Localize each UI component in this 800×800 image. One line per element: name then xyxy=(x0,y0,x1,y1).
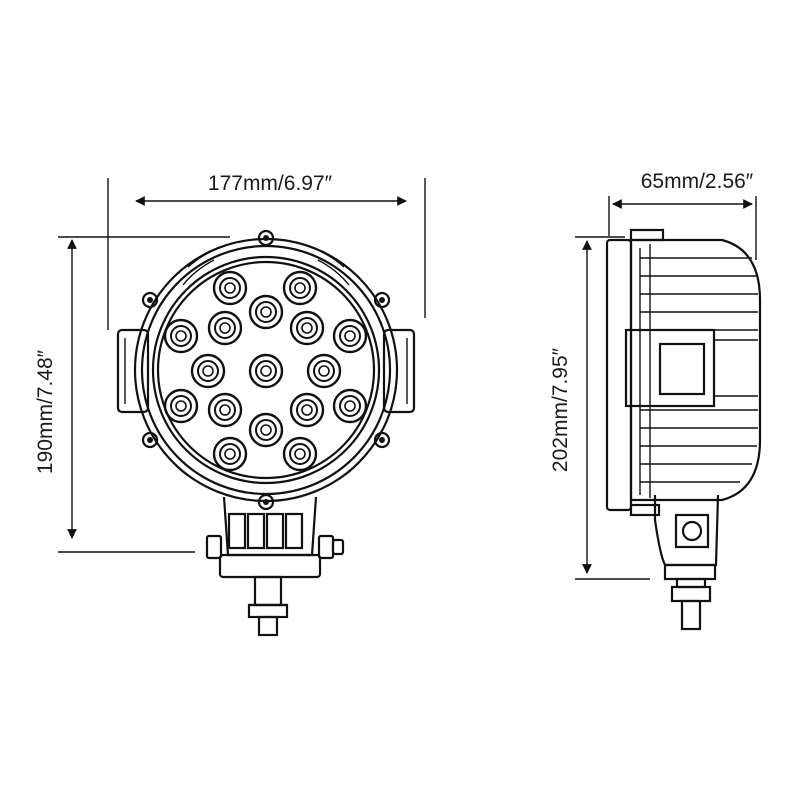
side-height-dimension: 202mm/7.95″ xyxy=(549,236,650,580)
led-lens xyxy=(282,270,318,306)
side-depth-dimension: 65mm/2.56″ xyxy=(608,170,757,260)
mounting-bolt xyxy=(247,575,289,637)
led-lens xyxy=(248,353,284,389)
side-view: 65mm/2.56″ 202mm/7.95″ xyxy=(549,170,762,631)
side-bracket-left xyxy=(116,328,150,414)
side-bracket-right xyxy=(382,328,416,414)
front-height-label: 190mm/7.48″ xyxy=(34,349,57,474)
front-height-dimension: 190mm/7.48″ xyxy=(34,236,230,553)
led-lens xyxy=(163,388,199,424)
led-lens xyxy=(212,270,248,306)
mounting-base xyxy=(205,496,345,579)
led-lens xyxy=(332,388,368,424)
led-lens xyxy=(248,412,284,448)
housing-screws xyxy=(141,229,391,511)
side-depth-label: 65mm/2.56″ xyxy=(641,170,754,193)
led-lens xyxy=(207,310,243,346)
led-lens xyxy=(163,318,199,354)
led-lens xyxy=(282,436,318,472)
front-width-dimension: 177mm/6.97″ xyxy=(107,172,426,330)
led-lens xyxy=(306,353,342,389)
led-lens xyxy=(332,318,368,354)
led-array xyxy=(163,270,368,472)
side-mount xyxy=(653,494,720,631)
side-height-label: 202mm/7.95″ xyxy=(549,347,572,472)
led-lens xyxy=(190,353,226,389)
led-lens xyxy=(248,294,284,330)
front-width-label: 177mm/6.97″ xyxy=(208,172,333,195)
lamp-housing xyxy=(133,229,399,511)
led-lens xyxy=(207,392,243,428)
led-lens xyxy=(212,436,248,472)
led-lens xyxy=(289,392,325,428)
led-lens xyxy=(289,310,325,346)
front-view: 177mm/6.97″ 190mm/7.48″ xyxy=(34,172,426,637)
side-housing xyxy=(605,228,762,517)
